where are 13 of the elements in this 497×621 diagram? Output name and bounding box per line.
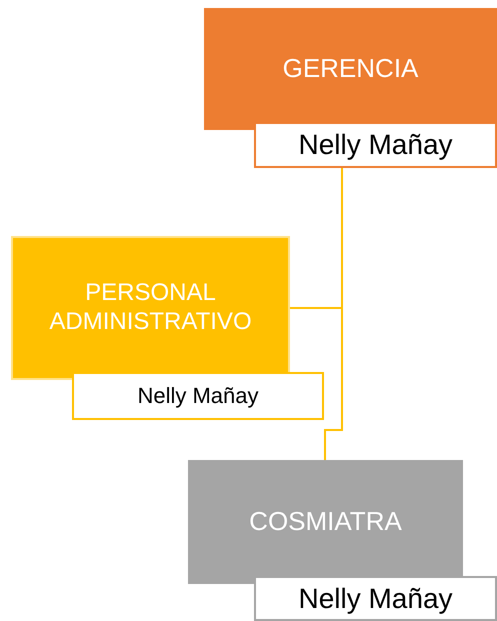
position-title: GERENCIA: [282, 53, 418, 85]
name-box: [254, 122, 497, 168]
title-box: [11, 236, 290, 380]
person-name: Nelly Mañay: [298, 128, 453, 162]
person-name: Nelly Mañay: [137, 382, 259, 410]
name-box: [254, 576, 497, 621]
connector-line: [324, 168, 343, 460]
position-title: PERSONAL ADMINISTRATIVO: [48, 279, 253, 337]
position-title: COSMIATRA: [249, 506, 402, 538]
name-box: [72, 372, 324, 420]
person-name: Nelly Mañay: [298, 582, 453, 616]
title-box: [188, 460, 463, 584]
title-box: [204, 8, 497, 130]
